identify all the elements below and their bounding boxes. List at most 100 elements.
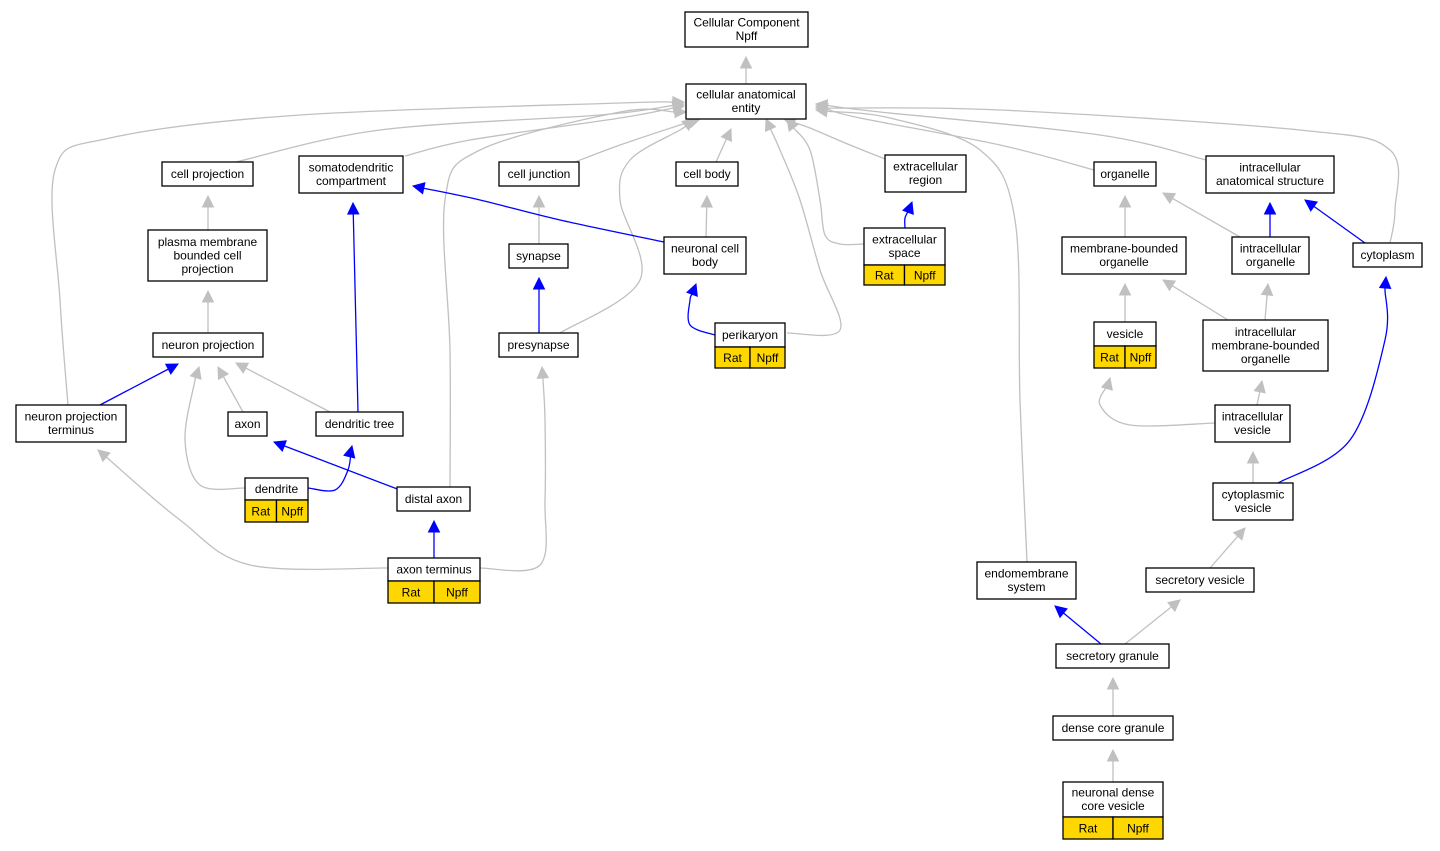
node-label: dendritic tree [325, 417, 395, 431]
annotation-label: Rat [1100, 351, 1119, 365]
edge-axonterm-to-distaxon-arrowhead [427, 519, 441, 533]
edge-perikaryon-to-cae [769, 128, 842, 337]
edge-axon-to-neuronproj-arrowhead [217, 366, 230, 381]
node-dentree[interactable]: dendritic tree [315, 411, 404, 437]
edge-secgran-to-endomem-arrowhead [1054, 605, 1068, 619]
edge-axonterm-to-presyn-arrowhead [536, 365, 550, 379]
edge-ias-to-cae [826, 104, 1207, 161]
edge-cellbody-to-cae [715, 138, 728, 163]
annotation-label: Npff [914, 269, 936, 283]
node-box [1061, 236, 1187, 275]
node-box [1093, 161, 1157, 187]
annotation-label: Rat [402, 586, 421, 600]
edge-npt-to-cae-arrowhead [672, 95, 686, 109]
edge-dentree-to-somato [352, 213, 359, 413]
edge-perikaryon-to-cae-arrowhead [764, 117, 777, 133]
annotation-label: Npff [281, 505, 303, 519]
node-label: membrane-bounded [1070, 242, 1178, 256]
annotation-cell [903, 264, 946, 286]
node-box [1212, 482, 1294, 521]
node-cytoplasm[interactable]: cytoplasm [1352, 242, 1423, 268]
node-celljunc[interactable]: cell junction [498, 161, 580, 187]
node-label: intracellular [1222, 410, 1283, 424]
edge-pmbcp-to-cellproj-arrowhead [201, 194, 215, 208]
node-label: system [1007, 580, 1045, 594]
node-box [298, 155, 404, 194]
edge-imbo-to-intorg [1264, 294, 1268, 321]
edge-extspace-to-extreg-arrowhead [902, 200, 914, 215]
node-label: neuron projection [25, 410, 118, 424]
node-label: axon terminus [396, 562, 471, 576]
node-cellbody[interactable]: cell body [675, 161, 739, 187]
annotation-label: Npff [446, 586, 468, 600]
node-box [1202, 319, 1329, 372]
node-synapse[interactable]: synapse [508, 243, 569, 269]
node-box [498, 161, 580, 187]
node-box [675, 161, 739, 187]
node-dcg[interactable]: dense core granule [1052, 715, 1174, 741]
node-box [508, 243, 569, 269]
node-label: compartment [316, 174, 387, 188]
node-axon[interactable]: axon [227, 411, 268, 437]
node-secves[interactable]: secretory vesicle [1145, 567, 1255, 593]
node-label: entity [732, 101, 761, 115]
node-distaxon[interactable]: distal axon [396, 486, 471, 512]
edge-dentree-to-neuronproj-arrowhead [235, 362, 250, 374]
node-organelle[interactable]: organelle [1093, 161, 1157, 187]
node-label: organelle [1241, 352, 1291, 366]
node-label: cellular anatomical [696, 88, 795, 102]
edge-secves-to-cytves [1209, 535, 1239, 569]
node-secgran[interactable]: secretory granule [1055, 643, 1170, 669]
edge-imbo-to-mbo [1172, 285, 1229, 321]
node-presyn[interactable]: presynapse [498, 332, 579, 358]
edge-presyn-to-cae [559, 125, 687, 334]
node-box [15, 404, 127, 443]
node-label: cytoplasm [1360, 248, 1414, 262]
node-box [147, 229, 268, 282]
edge-npt-to-cae [51, 101, 674, 406]
annotation-cell [275, 499, 309, 523]
edge-secves-to-cytves-arrowhead [1232, 527, 1246, 541]
edge-cellproj-to-cae [235, 104, 674, 163]
edge-cytves-to-intves-arrowhead [1246, 450, 1260, 464]
node-box [498, 332, 579, 358]
node-label: organelle [1100, 167, 1150, 181]
node-label: vesicle [1107, 327, 1144, 341]
edge-intves-to-imbo [1256, 391, 1261, 406]
edge-ncb-to-cellbody [705, 206, 708, 238]
edge-npt-to-neuronproj-arrowhead [164, 363, 179, 375]
node-neuronproj[interactable]: neuron projection [152, 332, 264, 358]
node-cellproj[interactable]: cell projection [161, 161, 254, 187]
edge-axonterm-to-npt [105, 456, 389, 571]
node-label: vesicle [1234, 423, 1271, 437]
node-label: projection [181, 262, 233, 276]
edge-npt-to-neuronproj [99, 368, 169, 406]
node-box [396, 486, 471, 512]
edge-cytoplasm-to-cae-arrowhead [814, 101, 828, 115]
edge-cae-to-root-arrowhead [739, 55, 753, 69]
node-label: intracellular [1240, 242, 1301, 256]
annotation-label: Npff [1130, 351, 1152, 365]
annotation-cell [749, 346, 786, 369]
node-label: terminus [48, 423, 94, 437]
